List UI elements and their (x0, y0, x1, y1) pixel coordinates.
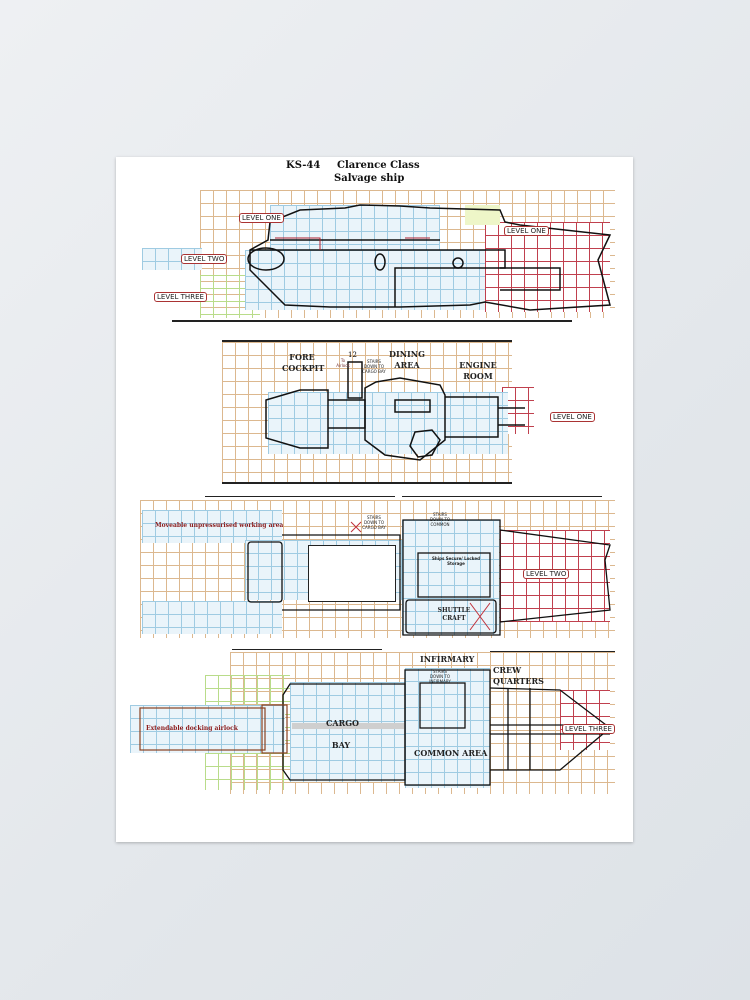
stairs-cargo-note-l2: STAIRS DOWN TO CARGO BAY (362, 515, 386, 530)
label-level-three: LEVEL THREE (562, 724, 615, 734)
label-level-two: LEVEL TWO (523, 569, 570, 579)
working-area-label: Moveable unpressurised working area (155, 522, 284, 529)
room-cargo-bay: CARGO BAY (326, 718, 360, 750)
label-level-three: LEVEL THREE (154, 292, 207, 302)
stairs-cargo-note: STAIRS DOWN TO CARGO BAY (362, 359, 386, 374)
secure-storage-label: Ships Secure/ Locked Storage (432, 556, 480, 566)
label-level-one: LEVEL ONE (550, 412, 595, 422)
stairs-common-note: STAIRS DOWN TO COMMON (429, 512, 451, 527)
title-class: Clarence Class (337, 160, 420, 171)
stairs-infirmary-note: STAIRS DOWN TO INFIRMARY (429, 669, 451, 684)
title-subtitle: Salvage ship (334, 173, 405, 184)
room-dining-area: DINING AREA (389, 349, 425, 370)
to-airlock-note: To Airlock (336, 358, 350, 368)
label-level-one-top: LEVEL ONE (239, 213, 284, 223)
stair-number: 12 (348, 351, 357, 359)
room-crew-quarters: CREW QUARTERS (493, 665, 544, 686)
room-fore-cockpit: FORE COCKPIT (282, 352, 325, 373)
label-level-one-right: LEVEL ONE (504, 226, 549, 236)
room-engine-room: ENGINE ROOM (459, 360, 497, 381)
docking-airlock-label: Extendable docking airlock (146, 725, 238, 732)
label-level-two: LEVEL TWO (181, 254, 228, 264)
room-infirmary: INFIRMARY (420, 654, 475, 664)
title-code: KS-44 (286, 160, 321, 171)
base-line (172, 320, 572, 322)
room-common-area: COMMON AREA (414, 748, 488, 758)
shuttle-craft-label: SHUTTLE CRAFT (437, 607, 471, 622)
